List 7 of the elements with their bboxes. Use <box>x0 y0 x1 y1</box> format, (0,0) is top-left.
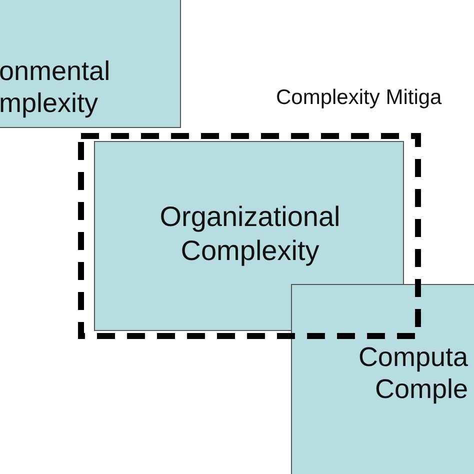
box-label: Computa Comple <box>357 341 468 406</box>
process-box <box>291 284 474 474</box>
region-label: Complexity Mitiga <box>276 85 443 110</box>
process-box <box>0 0 181 128</box>
box-label: Organizational Complexity <box>158 200 342 268</box>
process-box <box>94 141 404 331</box>
box-label: onmental mplexity <box>0 55 112 120</box>
